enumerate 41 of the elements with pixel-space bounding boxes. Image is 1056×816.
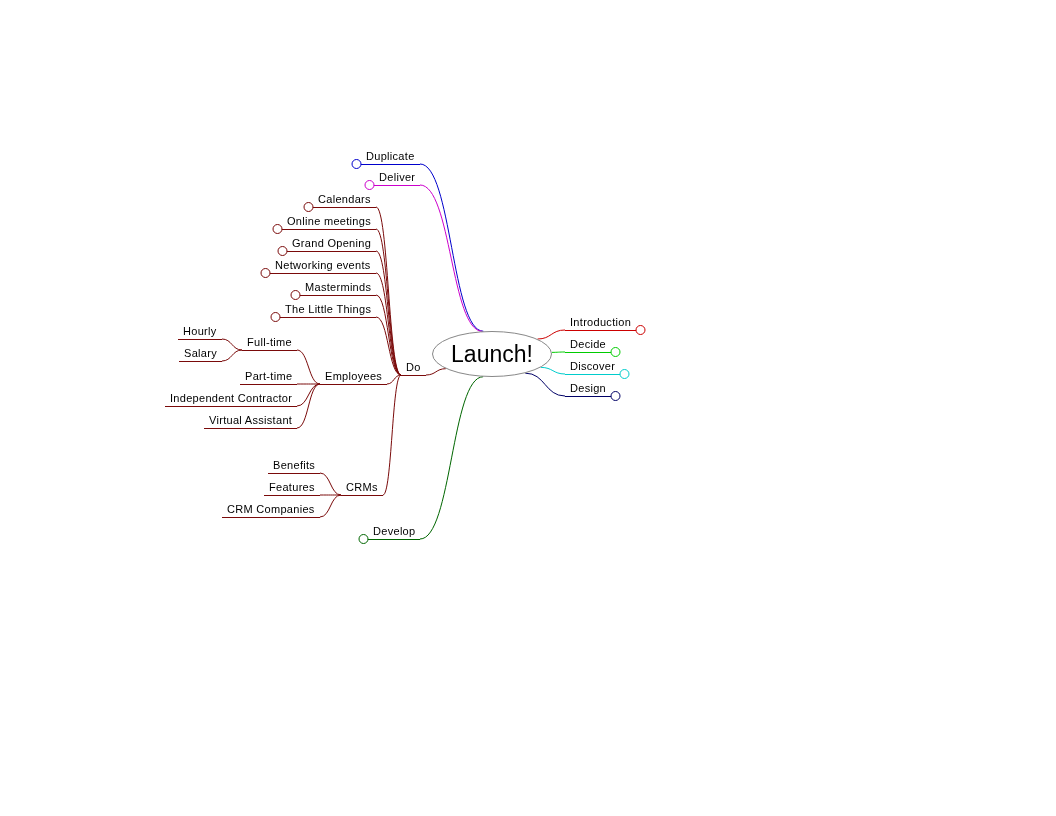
branch-connector — [386, 374, 402, 385]
topic-label: Full-time — [242, 335, 297, 351]
branch-connector — [419, 376, 484, 540]
topic-label: Do — [401, 360, 426, 376]
central-topic-ellipse: Launch! — [432, 331, 552, 377]
branch-connector — [537, 329, 566, 340]
topic-label: Decide — [565, 337, 612, 353]
branch-connector — [524, 372, 566, 397]
topic-label: Features — [264, 480, 320, 496]
topic-label: Deliver — [374, 170, 421, 186]
branch-connector — [221, 338, 243, 351]
topic-label: Employees — [320, 369, 388, 385]
topic-label: Masterminds — [300, 280, 377, 296]
topic-label: Discover — [565, 359, 621, 375]
branch-connector — [319, 494, 342, 496]
branch-connector — [382, 374, 402, 496]
topic-label: Benefits — [268, 458, 321, 474]
branch-connector — [296, 383, 321, 385]
topic-label: CRM Companies — [222, 502, 320, 518]
topic-label: Grand Opening — [287, 236, 377, 252]
branch-connector — [375, 316, 402, 376]
topic-label: Online meetings — [282, 214, 376, 230]
branch-connector — [296, 383, 321, 429]
topic-label: Develop — [368, 524, 421, 540]
branch-connector — [425, 368, 447, 376]
branch-connector — [221, 349, 243, 362]
topic-label: Independent Contractor — [165, 391, 298, 407]
topic-label: Hourly — [178, 324, 222, 340]
topic-label: Design — [565, 381, 612, 397]
topic-label: Salary — [179, 346, 222, 362]
branch-connector — [551, 351, 566, 353]
branch-connector — [319, 494, 342, 518]
topic-label: Networking events — [270, 258, 376, 274]
topic-label: Duplicate — [361, 149, 420, 165]
topic-label: The Little Things — [280, 302, 377, 318]
topic-label: Introduction — [565, 315, 637, 331]
topic-label: Virtual Assistant — [204, 413, 298, 429]
branch-connector — [540, 366, 566, 375]
topic-label: CRMs — [341, 480, 383, 496]
topic-label: Part-time — [240, 369, 298, 385]
topic-label: Calendars — [313, 192, 376, 208]
